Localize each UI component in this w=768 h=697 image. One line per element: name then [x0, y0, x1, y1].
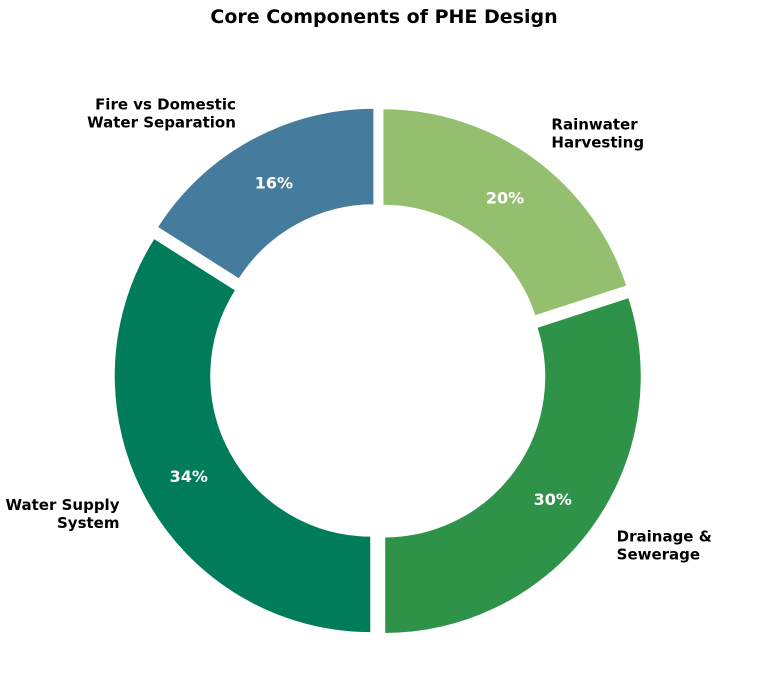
slice-group [113, 107, 643, 635]
slice-label-line: Water Separation [87, 113, 236, 131]
percent-label-group: 16% 34% 30% 20% [170, 174, 572, 509]
slice-label-line: Rainwater [551, 115, 638, 133]
slice-percent-label-2: 30% [534, 490, 572, 509]
chart-title: Core Components of PHE Design [210, 6, 558, 28]
donut-slice-0 [156, 107, 375, 281]
slice-percent-label-1: 34% [170, 467, 208, 486]
slice-label-2: Drainage &Sewerage [617, 527, 712, 563]
donut-slice-2 [383, 296, 643, 635]
slice-percent-label-3: 20% [486, 188, 524, 207]
donut-slice-1 [113, 237, 372, 634]
slice-label-line: System [57, 514, 119, 532]
slice-label-line: Fire vs Domestic [95, 95, 236, 113]
slice-label-line: Drainage & [617, 527, 712, 545]
donut-slice-3 [381, 107, 629, 318]
slice-label-line: Water Supply [6, 496, 120, 514]
slice-label-line: Sewerage [617, 545, 700, 563]
slice-label-line: Harvesting [551, 133, 644, 151]
slice-percent-label-0: 16% [255, 174, 293, 193]
